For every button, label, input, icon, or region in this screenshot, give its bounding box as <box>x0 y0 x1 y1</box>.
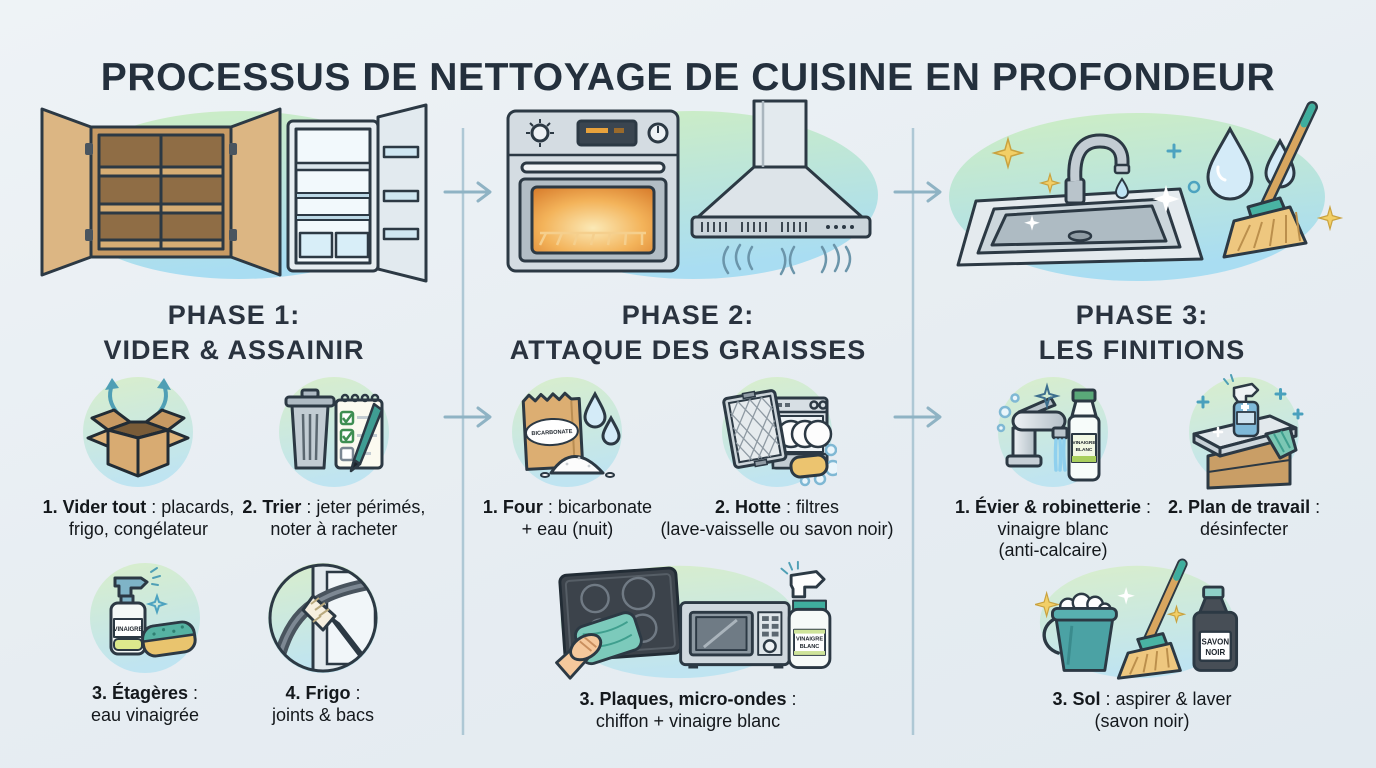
phase-2-heading: PHASE 2:ATTAQUE DES GRAISSES <box>509 300 867 366</box>
step-caption: 2. Hotte : filtres (lave-vaisselle ou sa… <box>660 497 894 539</box>
step-2-3: VINAIGRE BLANC 3. Plaques, micro-ondes :… <box>543 558 834 732</box>
step-2-1: BICARBONATE 1. Four : bicarbonate + eau … <box>482 372 652 540</box>
vinaigre-blanc-bottle-label-line1: VINAIGRE <box>1072 440 1096 446</box>
page-title: PROCESSUS DE NETTOYAGE DE CUISINE EN PRO… <box>100 56 1276 100</box>
countertop-spray-towel-icon <box>1189 374 1304 490</box>
sink-broom-illustration <box>949 101 1344 281</box>
cooktop-microwave-spray-icon: VINAIGRE BLANC <box>554 561 831 680</box>
step-caption: 1. Évier & robinetterie : vinaigre blanc… <box>954 497 1152 561</box>
step-1-2: 2. Trier : jeter périmés, noter à rachet… <box>242 372 425 540</box>
step-caption: 3. Étagères : eau vinaigrée <box>90 683 200 725</box>
faucet-vinegar-bottle-icon: VINAIGRE BLANC <box>996 377 1108 488</box>
oven-hood-illustration <box>506 99 878 279</box>
bicarbonate-label: BICARBONATE <box>532 429 573 437</box>
bicarbonate-bag-icon: BICARBONATE <box>512 377 623 488</box>
step-caption: 1. Four : bicarbonate + eau (nuit) <box>482 497 652 539</box>
phase-1-column: PHASE 1:VIDER & ASSAINIR <box>16 95 452 726</box>
step-3-3: SAVON NOIR 3. Sol : aspirer & laver (sav… <box>1035 558 1248 732</box>
open-box-arrows-icon <box>83 377 194 488</box>
step-caption: 2. Plan de travail : désinfecter <box>1168 497 1321 539</box>
step-caption: 3. Plaques, micro-ondes : chiffon + vina… <box>579 689 797 731</box>
phase-3-heading: PHASE 3:LES FINITIONS <box>1038 300 1246 366</box>
phase-1-heading: PHASE 1:VIDER & ASSAINIR <box>103 300 365 366</box>
vinaigre-blanc-label-line2: BLANC <box>799 644 819 650</box>
hood-filter-dishwasher-icon <box>721 377 837 488</box>
phase-2-column: PHASE 2:ATTAQUE DES GRAISSES BICARBONATE <box>470 95 906 732</box>
step-caption: 4. Frigo : joints & bacs <box>271 683 375 725</box>
step-3-1: VINAIGRE BLANC 1. Évier & robinetterie :… <box>955 372 1151 562</box>
cabinet-fridge-illustration <box>40 103 428 283</box>
step-3-2: 2. Plan de travail : désinfecter <box>1159 372 1329 540</box>
step-2-2: 2. Hotte : filtres (lave-vaisselle ou sa… <box>660 372 894 540</box>
fridge-gasket-brush-icon <box>268 563 378 674</box>
step-caption: 3. Sol : aspirer & laver (savon noir) <box>1052 689 1232 731</box>
vinaigre-blanc-bottle-label-line2: BLANC <box>1076 447 1093 453</box>
step-caption: 1. Vider tout : placards, frigo, congéla… <box>42 497 235 539</box>
vinaigre-label: VINAIGRE <box>113 627 142 633</box>
vinegar-spray-sponge-icon: VINAIGRE <box>90 563 200 674</box>
step-1-1: 1. Vider tout : placards, frigo, congéla… <box>42 372 235 540</box>
savon-noir-label-line2: NOIR <box>1206 648 1226 657</box>
step-caption: 2. Trier : jeter périmés, noter à rachet… <box>242 497 426 539</box>
bucket-broom-soap-icon: SAVON NOIR <box>1035 558 1239 680</box>
savon-noir-label-line1: SAVON <box>1202 637 1230 646</box>
step-1-4: 4. Frigo : joints & bacs <box>238 558 408 726</box>
trash-checklist-icon <box>278 377 389 488</box>
vinaigre-blanc-label-line1: VINAIGRE <box>796 637 823 643</box>
phase-3-column: PHASE 3:LES FINITIONS <box>924 95 1360 732</box>
step-1-3: VINAIGRE 3. Étagères : eau vinaigrée <box>60 558 230 726</box>
